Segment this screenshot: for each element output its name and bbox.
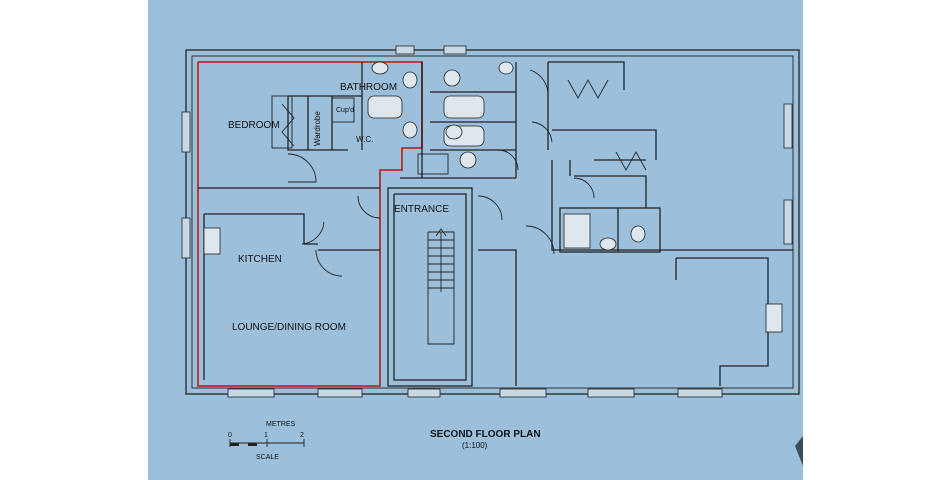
floor-plan-drawing: BATHROOM BEDROOM Wardrobe Cup'd W.C. ENT… <box>181 45 800 461</box>
plan-title: SECOND FLOOR PLAN <box>430 429 541 440</box>
scale-tick-1: 1 <box>264 432 268 439</box>
cupboard-label: Cup'd <box>336 107 354 114</box>
wc-label: W.C. <box>356 135 373 144</box>
scale-caption: SCALE <box>256 454 279 461</box>
entrance-label: ENTRANCE <box>394 204 449 215</box>
outer-walls <box>185 49 800 395</box>
room-labels: BATHROOM BEDROOM Wardrobe Cup'd W.C. ENT… <box>228 82 449 333</box>
blueprint-sheet: BATHROOM BEDROOM Wardrobe Cup'd W.C. ENT… <box>148 0 803 480</box>
windows <box>181 45 793 398</box>
door-swings <box>281 69 647 277</box>
bedroom-label: BEDROOM <box>228 120 280 131</box>
scale-tick-2: 2 <box>300 432 304 439</box>
scale-bar: METRES 0 1 2 SCALE <box>228 421 305 461</box>
scale-units-label: METRES <box>266 421 296 428</box>
bathroom-label: BATHROOM <box>340 82 397 93</box>
title-block: SECOND FLOOR PLAN (1:100) <box>430 429 541 450</box>
fixtures <box>203 61 783 333</box>
kitchen-label: KITCHEN <box>238 254 282 265</box>
scale-tick-0: 0 <box>228 432 232 439</box>
lounge-label: LOUNGE/DINING ROOM <box>232 322 346 333</box>
plan-scale-ratio: (1:100) <box>462 441 488 450</box>
wardrobe-label: Wardrobe <box>313 111 322 146</box>
interior-walls <box>198 61 793 387</box>
